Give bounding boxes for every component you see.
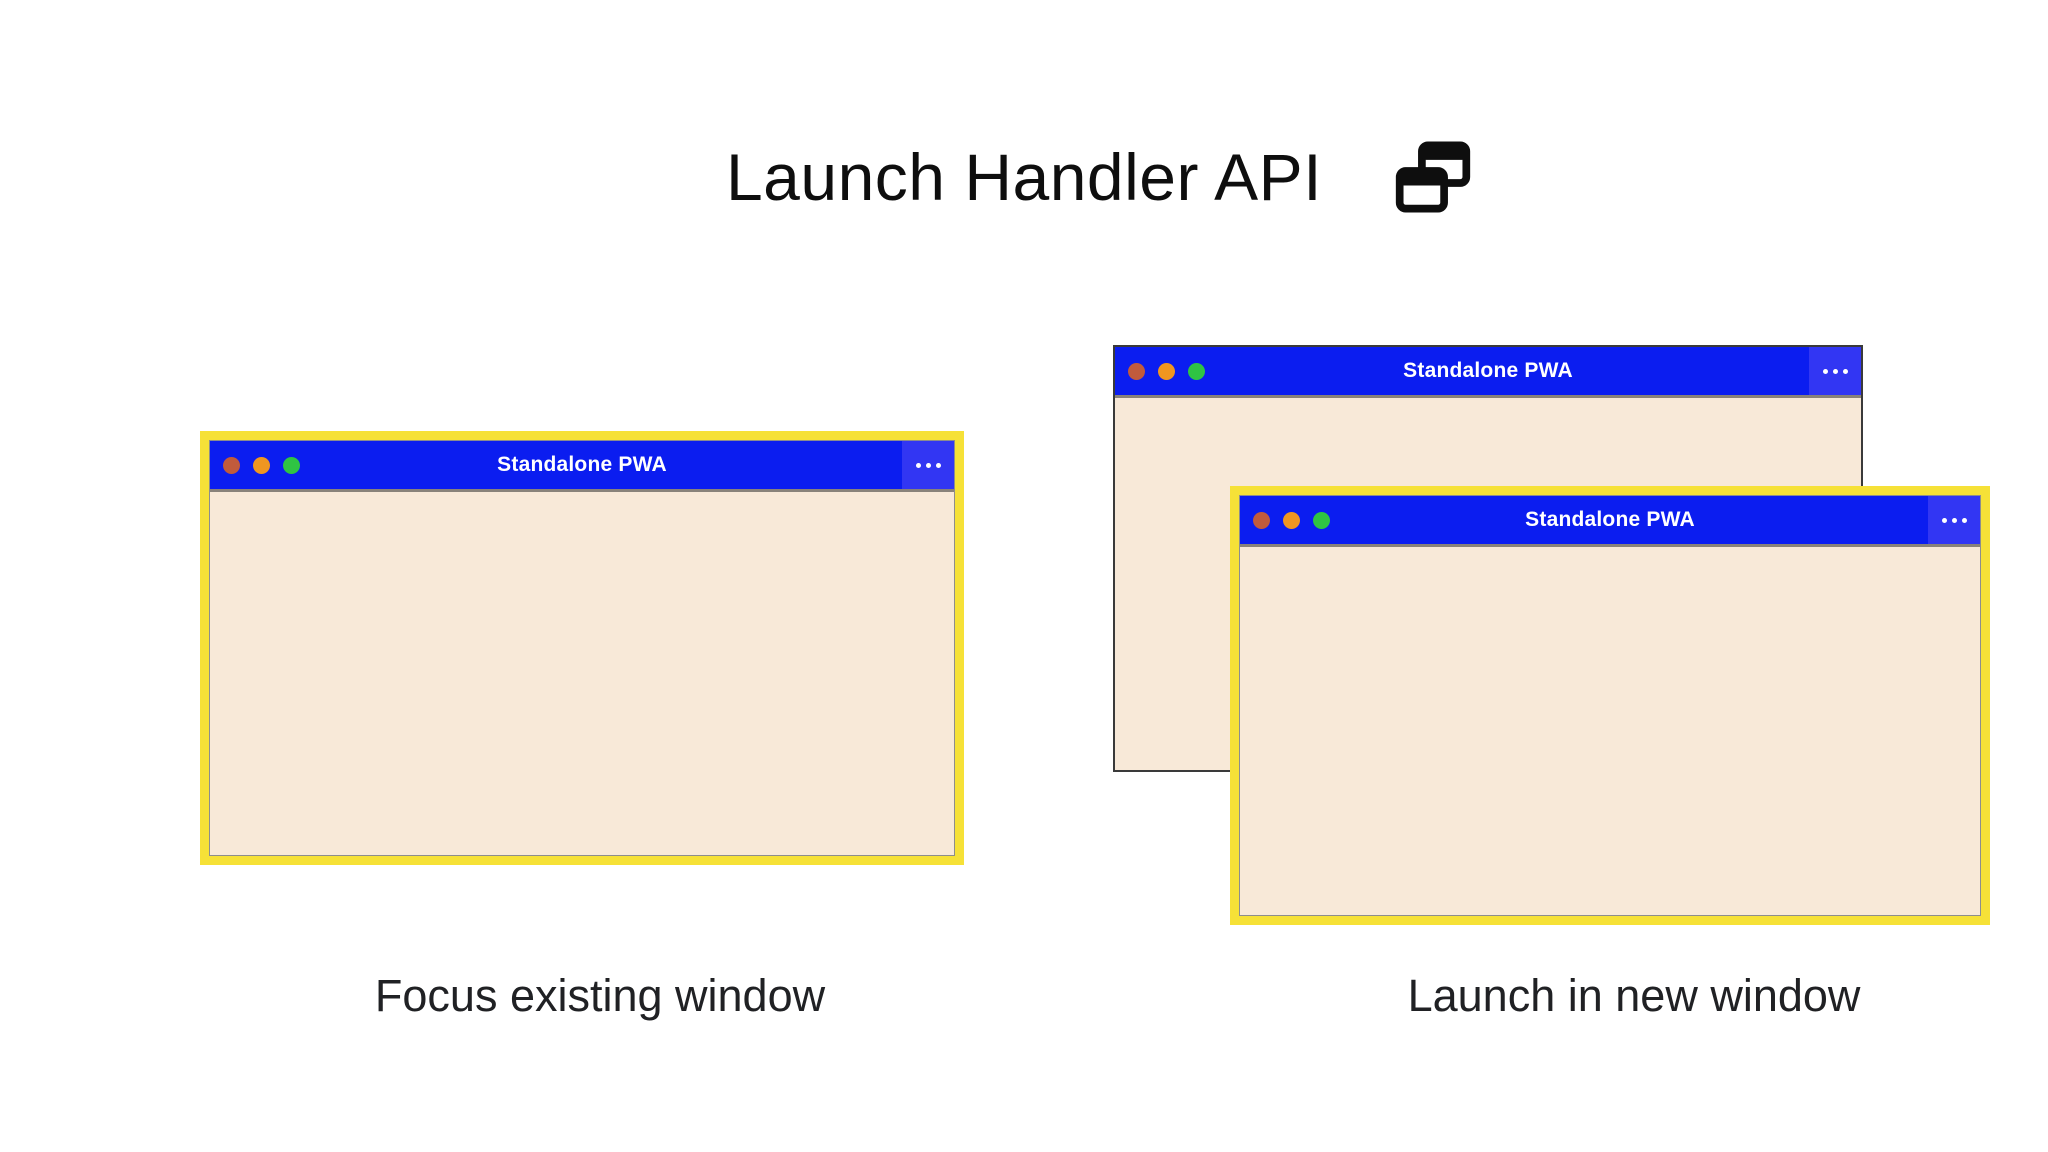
window-title: Standalone PWA	[1525, 508, 1695, 531]
window-controls	[1115, 362, 1205, 380]
page-title: Launch Handler API	[725, 140, 1323, 214]
window-content	[210, 489, 954, 855]
minimize-icon[interactable]	[1283, 511, 1300, 529]
window-title: Standalone PWA	[497, 453, 667, 476]
ellipsis-icon	[1822, 368, 1828, 374]
caption-launch-new: Launch in new window	[1407, 970, 1861, 1021]
maximize-icon[interactable]	[283, 456, 300, 474]
maximize-icon[interactable]	[1313, 511, 1330, 529]
caption-focus-existing: Focus existing window	[374, 970, 826, 1021]
more-menu-button[interactable]	[902, 441, 954, 489]
new-pwa-window: Standalone PWA	[1230, 486, 1990, 925]
page-header: Launch Handler API	[76, 136, 2048, 218]
ellipsis-icon	[915, 462, 921, 468]
close-icon[interactable]	[1128, 362, 1145, 380]
focused-pwa-window: Standalone PWA	[200, 431, 964, 865]
titlebar[interactable]: Standalone PWA	[1115, 347, 1861, 395]
titlebar[interactable]: Standalone PWA	[210, 441, 954, 489]
overlapping-windows-icon	[1395, 141, 1471, 213]
close-icon[interactable]	[223, 456, 240, 474]
ellipsis-icon	[1941, 517, 1947, 523]
more-menu-button[interactable]	[1928, 496, 1980, 544]
more-menu-button[interactable]	[1809, 347, 1861, 395]
window-content	[1240, 544, 1980, 915]
close-icon[interactable]	[1253, 511, 1270, 529]
minimize-icon[interactable]	[1158, 362, 1175, 380]
window-controls	[210, 456, 300, 474]
minimize-icon[interactable]	[253, 456, 270, 474]
window-controls	[1240, 511, 1330, 529]
titlebar[interactable]: Standalone PWA	[1240, 496, 1980, 544]
maximize-icon[interactable]	[1188, 362, 1205, 380]
window-title: Standalone PWA	[1403, 359, 1573, 382]
